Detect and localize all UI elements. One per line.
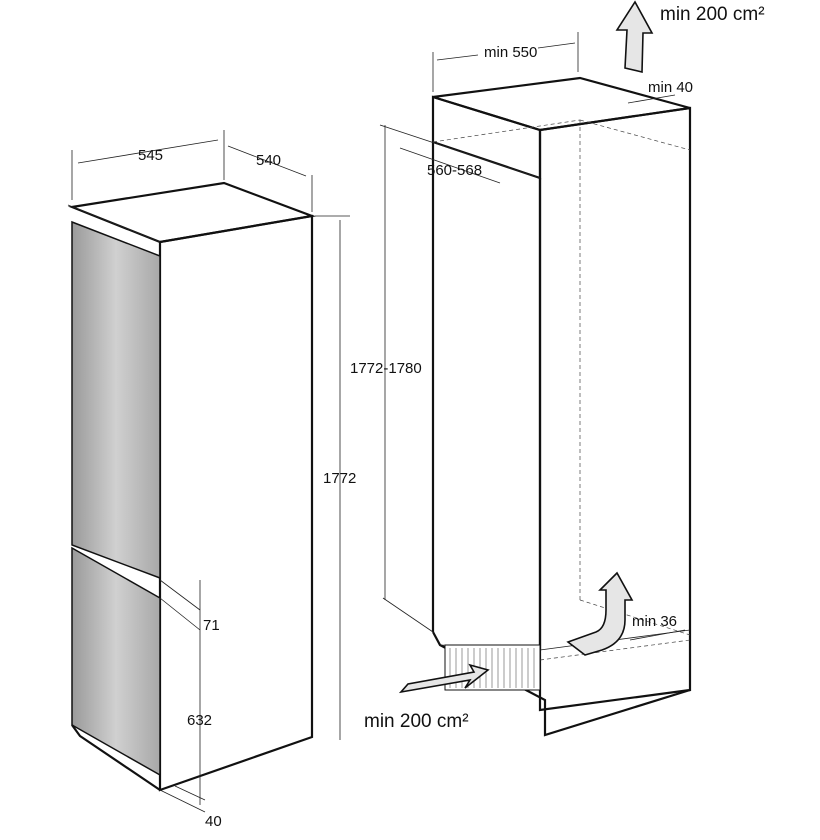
niche-height-label: 1772-1780 bbox=[350, 360, 422, 377]
door-gap-label: 71 bbox=[203, 617, 220, 634]
bottom-gap-label: 40 bbox=[205, 813, 222, 830]
lower-door bbox=[71, 546, 161, 777]
fridge-height-label: 1772 bbox=[323, 470, 356, 487]
niche-drawing bbox=[379, 0, 692, 737]
fridge-depth-label: 540 bbox=[256, 152, 281, 169]
bottom-vent-label: min 200 cm² bbox=[364, 711, 469, 732]
niche-top-gap-label: min 40 bbox=[648, 79, 693, 96]
upper-door bbox=[71, 220, 161, 580]
fridge-drawing bbox=[67, 130, 350, 813]
niche-depth-label: 560-568 bbox=[427, 162, 482, 179]
lower-door-label: 632 bbox=[187, 712, 212, 729]
bottom-airflow-arrow bbox=[398, 663, 490, 694]
niche-width-label: min 550 bbox=[484, 44, 537, 61]
top-vent-label: min 200 cm² bbox=[660, 4, 765, 25]
rear-gap-label: min 36 bbox=[632, 613, 677, 630]
rear-airflow-arrow bbox=[566, 571, 634, 656]
vent-grille bbox=[444, 644, 541, 691]
top-airflow-arrow bbox=[615, 0, 654, 74]
fridge-width-label: 545 bbox=[138, 147, 163, 164]
